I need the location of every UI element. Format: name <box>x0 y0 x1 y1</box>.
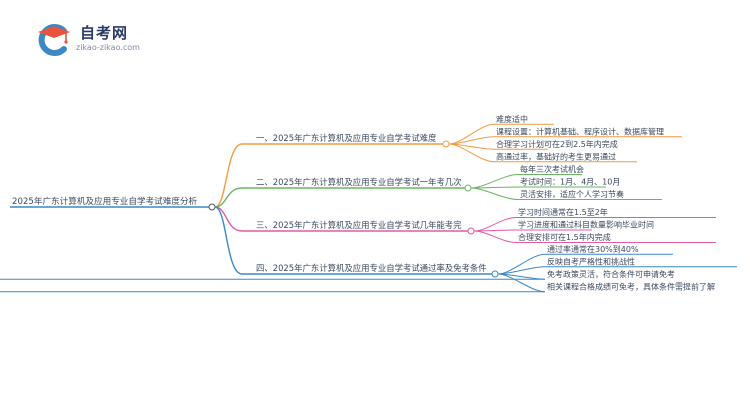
connector-root-branch-2 <box>214 187 243 208</box>
root-node-dot[interactable] <box>208 203 216 211</box>
connector-branch-4-leaf-2 <box>497 266 546 275</box>
connector-branch-2-leaf-3 <box>470 187 519 200</box>
leaf-label: 每年三次考试机会 <box>520 164 584 174</box>
branch-node-dot-3[interactable] <box>467 227 475 235</box>
branch-node-dot-1[interactable] <box>442 140 450 148</box>
connector-branch-2-leaf-1 <box>470 174 519 189</box>
root-label: 2025年广东计算机及应用专业自学考试难度分析 <box>12 195 198 207</box>
connector-branch-1-leaf-2 <box>448 136 495 145</box>
branch-label-3: 三、2025年广东计算机及应用专业自学考试几年能考完 <box>256 220 462 230</box>
leaf-label: 学习时间通常在1.5至2年 <box>518 207 608 217</box>
leaf-label: 课程设置：计算机基础、程序设计、数据库管理 <box>496 126 664 136</box>
branch-label-2: 二、2025年广东计算机及应用专业自学考试一年考几次 <box>256 177 462 187</box>
connector-branch-1-leaf-4 <box>448 143 495 163</box>
leaf-label: 灵活安排，适应个人学习节奏 <box>520 189 624 199</box>
leaf-label: 合理学习计划可在2到2.5年内完成 <box>496 139 618 149</box>
graduation-cap-c-icon <box>38 24 70 56</box>
branch-label-4: 四、2025年广东计算机及应用专业自学考试通过率及免考条件 <box>256 263 487 273</box>
connector-branch-3-leaf-3 <box>473 230 517 243</box>
connector-branch-1-leaf-1 <box>448 123 495 145</box>
leaf-label: 高通过率，基础好的考生更易通过 <box>496 151 616 161</box>
connector-root-branch-4 <box>214 206 243 275</box>
leaf-label: 学习进度和通过科目数量影响毕业时间 <box>518 220 654 230</box>
leaf-label: 合理安排可在1.5年内完成 <box>518 232 611 242</box>
leaf-label: 相关课程合格成绩可免考，具体条件需提前了解 <box>547 281 715 291</box>
branch-label-1: 一、2025年广东计算机及应用专业自学考试难度 <box>256 133 437 143</box>
leaf-label: 难度适中 <box>496 114 528 124</box>
leaf-label: 反映自考严格性和挑战性 <box>547 256 635 266</box>
leaf-label: 免考政策灵活，符合条件可申请免考 <box>547 269 675 279</box>
connector-root-branch-1 <box>214 143 243 208</box>
logo-title: 自考网 <box>80 24 129 42</box>
connector-branch-4-leaf-3 <box>497 273 546 280</box>
connector-branch-4-leaf-4 <box>497 273 546 293</box>
connector-branch-3-leaf-1 <box>473 217 517 232</box>
connector-branch-1-leaf-3 <box>448 143 495 150</box>
branch-node-dot-4[interactable] <box>491 270 499 278</box>
branch-node-dot-2[interactable] <box>464 184 472 192</box>
leaf-label: 考试时间：1月、4月、10月 <box>520 177 620 187</box>
connector-branch-4-leaf-1 <box>497 253 546 275</box>
site-logo[interactable]: 自考网 zikao-zikao.com <box>34 20 154 60</box>
logo-subtitle: zikao-zikao.com <box>76 43 140 52</box>
leaf-label: 通过率通常在30%到40% <box>547 244 639 254</box>
